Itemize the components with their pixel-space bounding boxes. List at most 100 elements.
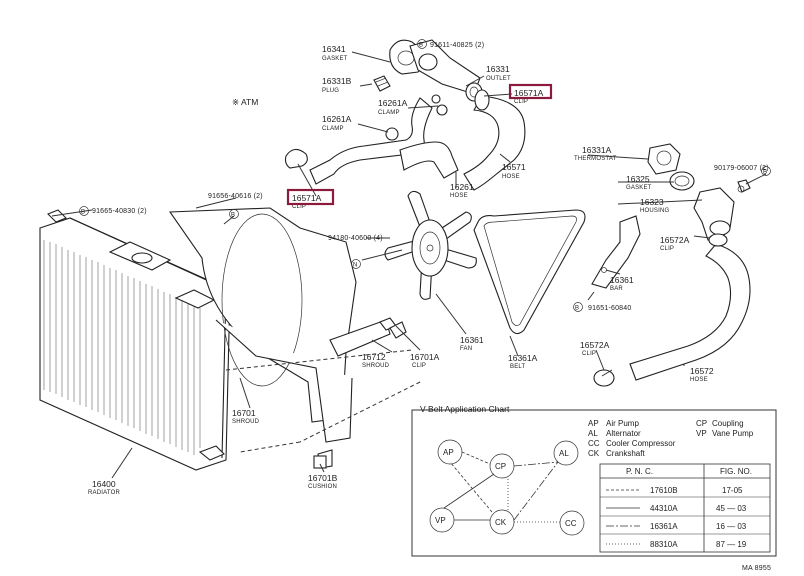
callout-16261A-name: CLAMP xyxy=(378,110,400,116)
callout-16571A-left-num: 16571A xyxy=(292,193,322,203)
callout-16331A-num: 16331A xyxy=(582,145,612,155)
callout-16261A-b-name: CLAMP xyxy=(322,126,344,132)
callout-16323-num: 16323 xyxy=(640,197,664,207)
pulley-al: AL xyxy=(559,449,569,458)
hose-16571 xyxy=(463,95,526,191)
radiator-16400 xyxy=(39,209,231,471)
hose-16261 xyxy=(309,97,433,185)
callout-16261A-b-num: 16261A xyxy=(322,114,352,124)
callout-16572-name: HOSE xyxy=(690,377,708,383)
legend-vp-desc: Vane Pump xyxy=(712,429,754,438)
shroud-16712 xyxy=(329,317,407,357)
table-row-fig: 16 — 03 xyxy=(716,522,747,531)
callout-16571A-top-num: 16571A xyxy=(514,88,544,98)
highlight-16571A-left xyxy=(286,188,335,206)
callout-16261A-num: 16261A xyxy=(378,98,408,108)
callout-16361A-name: BELT xyxy=(510,364,525,370)
leader-lines xyxy=(51,51,767,479)
callout-16361-bar-num: 16361 xyxy=(610,275,634,285)
fan-16361 xyxy=(384,190,477,300)
legend-al: AL xyxy=(588,429,598,438)
callout-16361-fan-name: FAN xyxy=(460,346,472,352)
callout-16331A-name: THERMOSTAT xyxy=(574,156,617,162)
bolt-refs: B 91611-40825 (2) B 90179-06007 (2) B 91… xyxy=(79,39,771,312)
bolt-91651-60840: 91651-60840 xyxy=(588,305,631,312)
bolt-marker-b3: B xyxy=(231,213,235,219)
bolt-91656-40616: 91656-40616 (2) xyxy=(208,193,263,200)
callout-16400-name: RADIATOR xyxy=(88,490,121,496)
table-row-fig: 87 — 19 xyxy=(716,540,747,549)
clip-16572A-lower xyxy=(593,369,615,387)
table-header-fig: FIG. NO. xyxy=(720,467,752,476)
callout-16571A-top-name: CLIP xyxy=(514,99,528,105)
legend-ap-desc: Air Pump xyxy=(606,419,639,428)
callout-16572-num: 16572 xyxy=(690,366,714,376)
shroud-16701 xyxy=(168,207,357,469)
callout-16701A-name: CLIP xyxy=(412,363,426,369)
callout-16701-name: SHROUD xyxy=(232,419,260,425)
legend-ck-desc: Crankshaft xyxy=(606,449,645,458)
clip-16572A xyxy=(708,233,728,247)
bolt-marker-b1: B xyxy=(419,43,423,49)
cushion-16701B xyxy=(313,455,327,469)
callout-16331-name: OUTLET xyxy=(486,76,511,82)
bolt-91611-40825: 91611-40825 (2) xyxy=(430,42,484,49)
callout-16400-num: 16400 xyxy=(92,479,116,489)
callout-16572A-num: 16572A xyxy=(660,235,690,245)
callout-16712-name: SHROUD xyxy=(362,363,390,369)
callout-16341-name: GASKET xyxy=(322,56,348,62)
clamp-16261A xyxy=(385,127,399,141)
callout-16571-num: 16571 xyxy=(502,162,526,172)
clamp-16261A-2 xyxy=(436,104,448,116)
callout-16325-num: 16325 xyxy=(626,174,650,184)
water-outlet-assembly xyxy=(373,39,483,104)
thermostat-group xyxy=(647,143,751,243)
legend-ck: CK xyxy=(588,449,600,458)
callout-16261-name: HOSE xyxy=(450,193,468,199)
legend-al-desc: Alternator xyxy=(606,429,641,438)
callout-16701A-num: 16701A xyxy=(410,352,440,362)
bar-16361 xyxy=(591,215,641,289)
callout-16572A-b-name: CLIP xyxy=(582,351,596,357)
bolt-marker-b4: B xyxy=(81,210,85,216)
callout-16361-fan-num: 16361 xyxy=(460,335,484,345)
bolt-91665-40830: 91665-40830 (2) xyxy=(92,208,147,215)
vbelt-title: V-Belt Application Chart xyxy=(420,404,510,414)
callout-16361A-num: 16361A xyxy=(508,353,538,363)
bolt-marker-b2: B xyxy=(763,170,767,176)
table-row-pnc: 17610B xyxy=(650,486,678,495)
pulley-ap: AP xyxy=(443,448,454,457)
legend-cp-desc: Coupling xyxy=(712,419,744,428)
vbelt-chart: V-Belt Application Chart AP Air Pump AL … xyxy=(411,404,777,557)
callout-16331-num: 16331 xyxy=(486,64,510,74)
legend-cc-desc: Cooler Compressor xyxy=(606,439,676,448)
callout-16712-num: 16712 xyxy=(362,352,386,362)
belt-16361A xyxy=(473,209,586,335)
footer-code: MA 8955 xyxy=(742,565,771,572)
pulley-ck: CK xyxy=(495,518,507,527)
legend-ap: AP xyxy=(588,419,599,428)
table-row-pnc: 44310A xyxy=(650,504,678,513)
callout-16701-num: 16701 xyxy=(232,408,256,418)
callout-16323-name: HOUSING xyxy=(640,208,670,214)
callout-16341-num: 16341 xyxy=(322,44,346,54)
callout-16261-num: 16261 xyxy=(450,182,474,192)
callout-16572A-name: CLIP xyxy=(660,246,674,252)
table-row-fig: 45 — 03 xyxy=(716,504,747,513)
bolt-marker-n: N xyxy=(353,263,358,269)
highlight-16571A-top xyxy=(508,83,553,100)
bolt-90179-06007: 90179-06007 (2) xyxy=(714,165,769,172)
vbelt-table: P. N. C. FIG. NO. 17610B 17-05 44310A 45… xyxy=(599,463,771,553)
callout-16701B-name: CUSHION xyxy=(308,484,337,490)
callout-16331B-name: PLUG xyxy=(322,88,339,94)
callout-16325-name: GASKET xyxy=(626,185,652,191)
clip-16571A-left xyxy=(284,148,308,169)
callout-16571A-left-name: CLIP xyxy=(292,204,306,210)
callout-16361-bar-name: BAR xyxy=(610,286,623,292)
callout-16331B-num: 16331B xyxy=(322,76,352,86)
callout-16571-name: HOSE xyxy=(502,174,520,180)
table-row-fig: 17-05 xyxy=(722,486,743,495)
pulley-vp: VP xyxy=(435,516,446,525)
bolt-94180-40600: 94180-40600 (4) xyxy=(328,235,383,242)
